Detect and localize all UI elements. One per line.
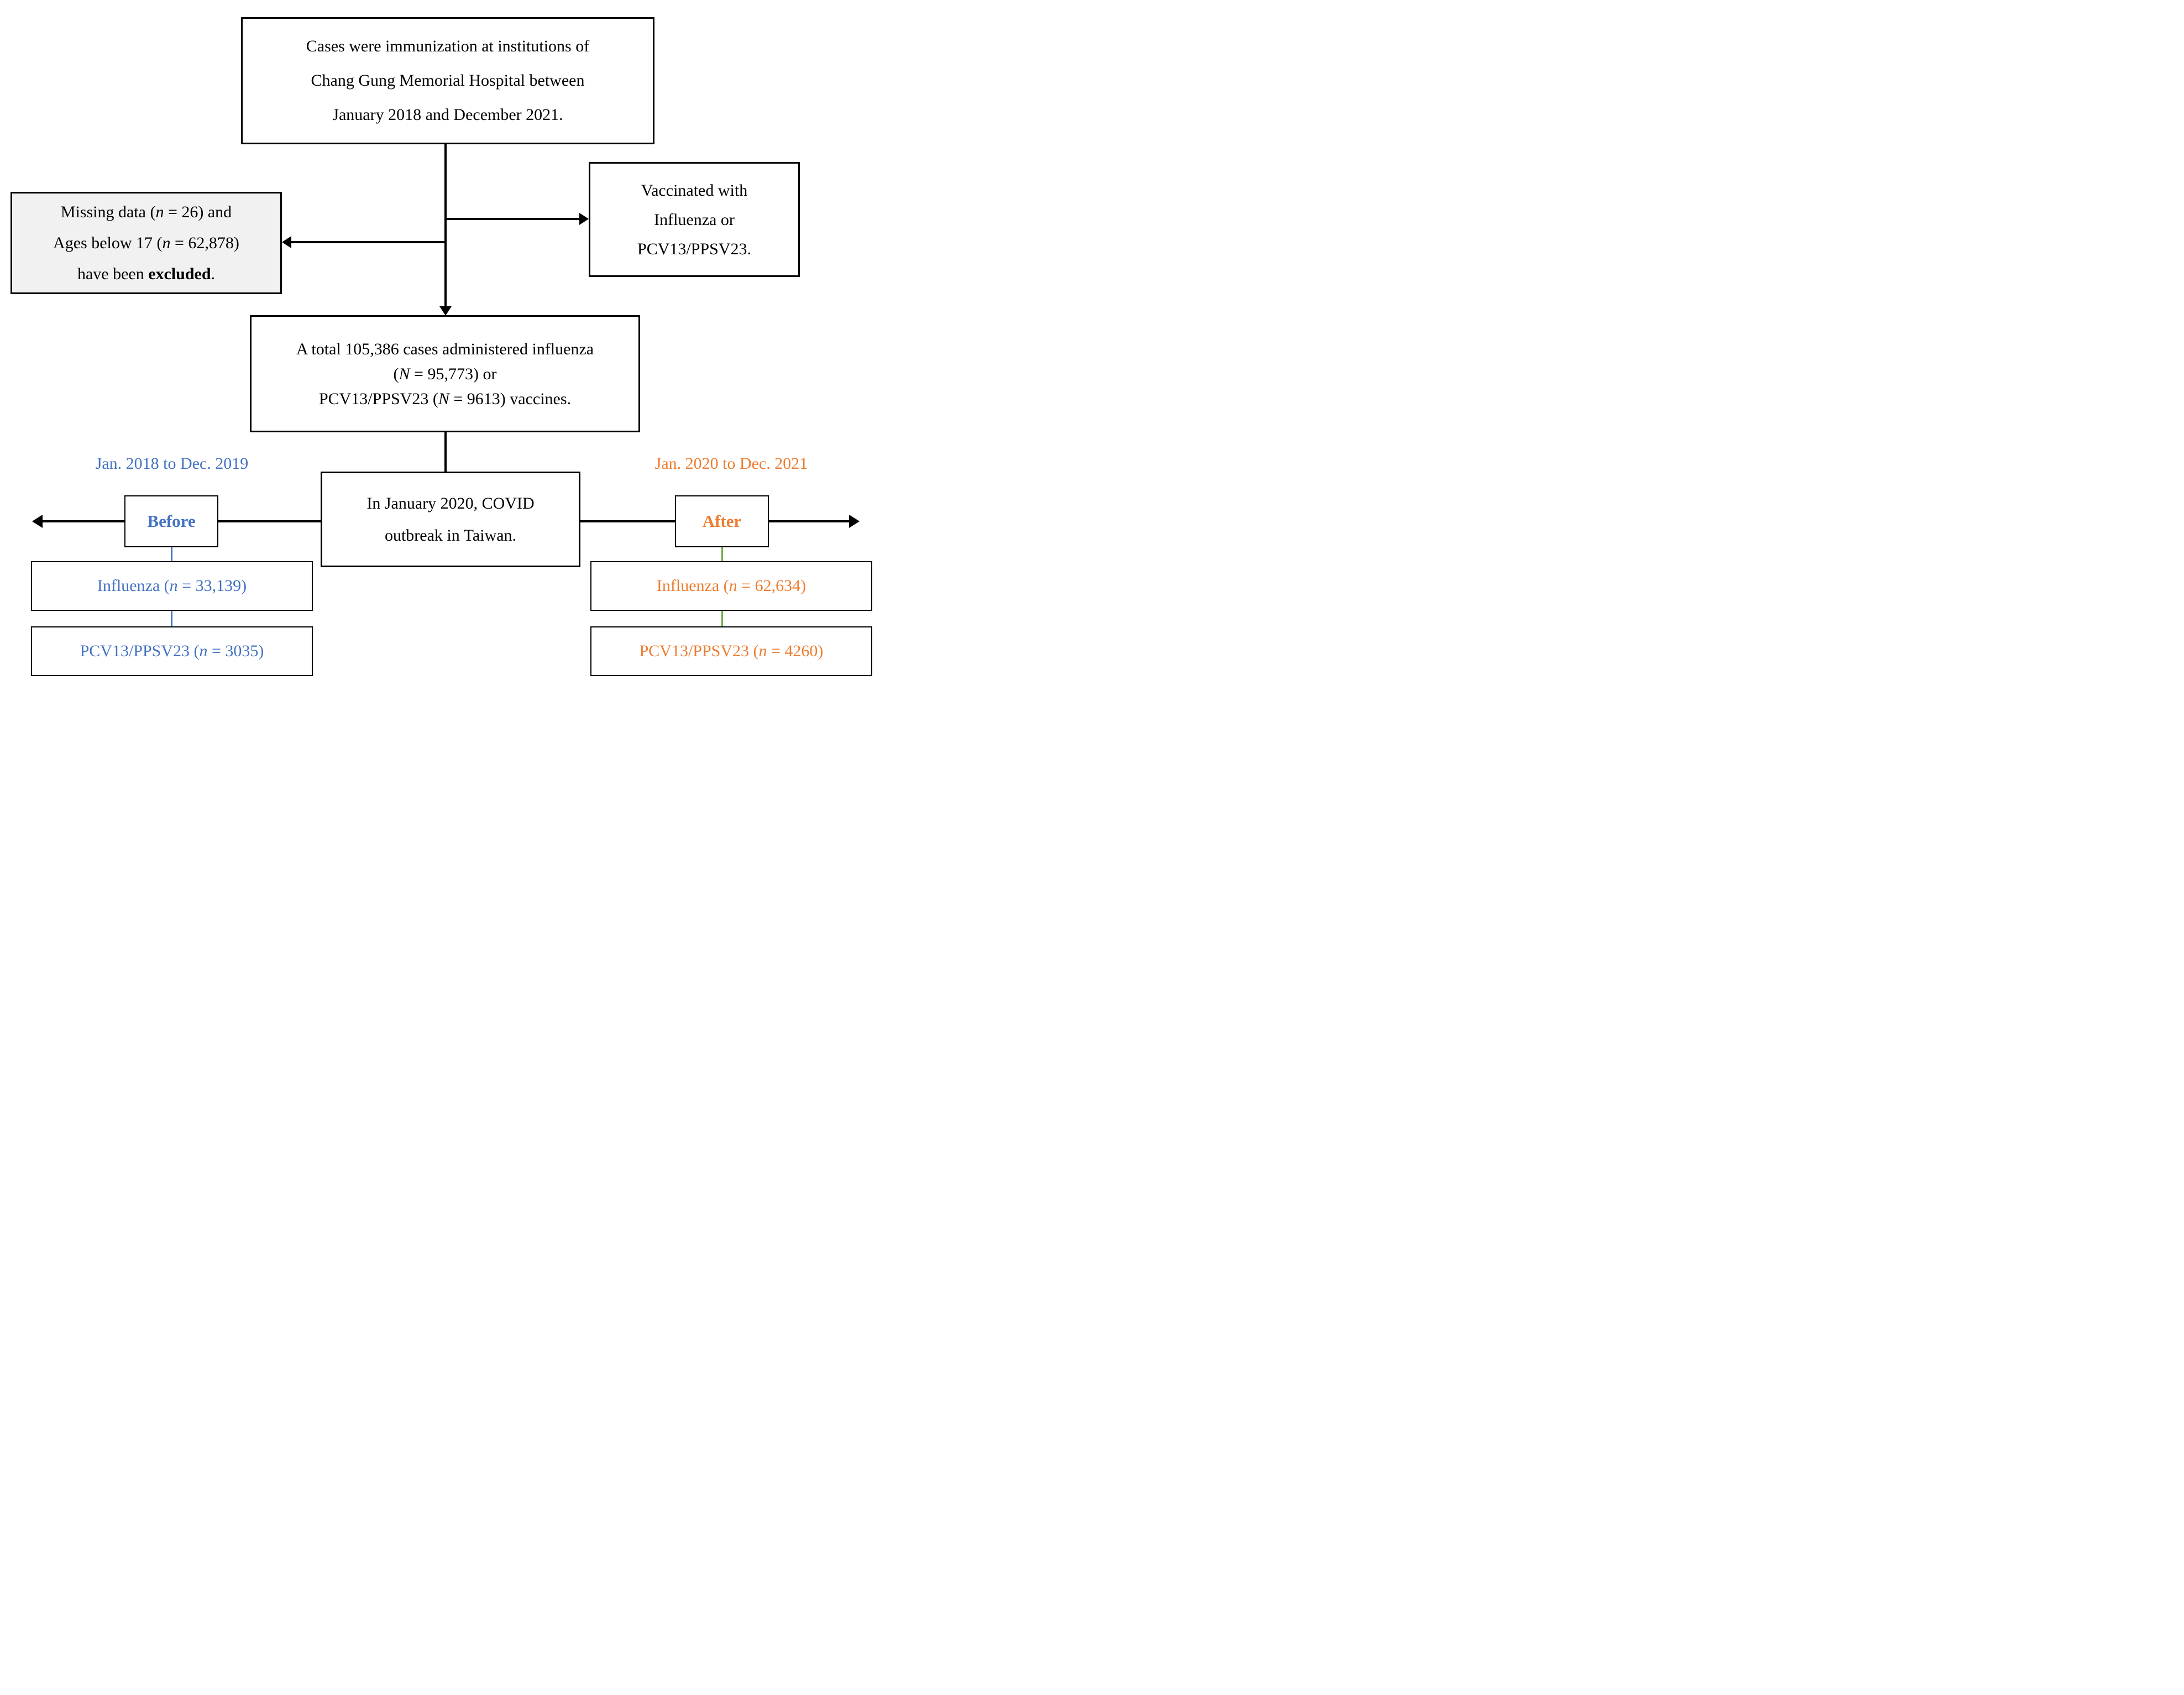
after-pcv-text: PCV13/PPSV23 (n = 4260)	[639, 642, 824, 660]
flow-diagram: Cases were immunization at institutions …	[0, 0, 873, 678]
connector-top-to-total	[444, 143, 447, 307]
before-pcv-text: PCV13/PPSV23 (n = 3035)	[80, 642, 264, 660]
after-label: After	[702, 511, 742, 531]
before-box: Before	[124, 495, 218, 547]
before-influenza-box: Influenza (n = 33,139)	[31, 561, 313, 611]
total-line-3: PCV13/PPSV23 (N = 9613) vaccines.	[318, 389, 572, 408]
vaccinated-line-2: Influenza or	[654, 210, 735, 229]
enrollment-box: Cases were immunization at institutions …	[241, 17, 654, 144]
covid-line-1: In January 2020, COVID	[366, 494, 535, 512]
excluded-line-3: have been excluded.	[77, 264, 216, 283]
total-line-2: (N = 95,773) or	[393, 364, 497, 383]
excluded-line-2: Ages below 17 (n = 62,878)	[53, 233, 239, 252]
connector-influenza-to-pcv-left	[170, 611, 172, 626]
total-line-1: A total 105,386 cases administered influ…	[296, 339, 594, 358]
arrowhead-down-into-total	[439, 306, 452, 316]
period-label-before: Jan. 2018 to Dec. 2019	[95, 454, 249, 473]
arrowhead-timeline-right	[849, 515, 860, 528]
connector-branch-left	[291, 241, 447, 243]
before-label: Before	[147, 511, 196, 531]
after-influenza-box: Influenza (n = 62,634)	[590, 561, 872, 611]
total-cases-box: A total 105,386 cases administered influ…	[250, 315, 640, 432]
excluded-box: Missing data (n = 26) and Ages below 17 …	[11, 192, 282, 294]
before-influenza-text: Influenza (n = 33,139)	[97, 577, 247, 595]
before-pcv-box: PCV13/PPSV23 (n = 3035)	[31, 626, 313, 676]
covid-line-2: outbreak in Taiwan.	[384, 526, 517, 545]
connector-total-to-covid	[444, 431, 447, 472]
enrollment-line-1: Cases were immunization at institutions …	[306, 37, 590, 55]
enrollment-line-2: Chang Gung Memorial Hospital between	[311, 71, 585, 90]
covid-outbreak-box: In January 2020, COVID outbreak in Taiwa…	[321, 472, 580, 567]
connector-branch-right	[444, 218, 580, 220]
vaccinated-line-3: PCV13/PPSV23.	[637, 239, 751, 258]
after-pcv-box: PCV13/PPSV23 (n = 4260)	[590, 626, 872, 676]
after-influenza-text: Influenza (n = 62,634)	[656, 577, 806, 595]
enrollment-line-3: January 2018 and December 2021.	[332, 106, 563, 124]
vaccinated-box: Vaccinated with Influenza or PCV13/PPSV2…	[589, 162, 800, 277]
connector-before-to-influenza	[170, 547, 172, 561]
vaccinated-line-1: Vaccinated with	[641, 181, 748, 200]
period-label-after: Jan. 2020 to Dec. 2021	[654, 454, 808, 473]
connector-after-to-influenza	[721, 547, 723, 561]
after-box: After	[675, 495, 769, 547]
arrowhead-into-excluded	[282, 236, 291, 248]
arrowhead-timeline-left	[32, 515, 43, 528]
arrowhead-into-vaccinated	[579, 213, 589, 225]
excluded-line-1: Missing data (n = 26) and	[60, 202, 232, 221]
connector-influenza-to-pcv-right	[721, 611, 723, 626]
